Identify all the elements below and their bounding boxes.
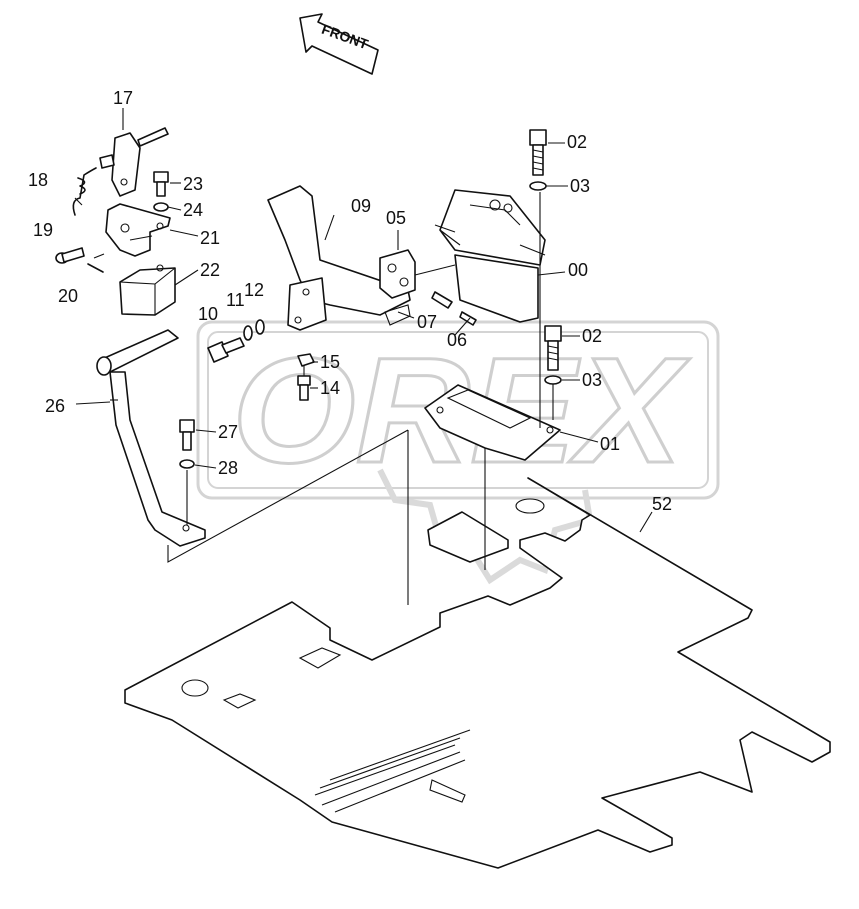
callout-10: 10 bbox=[198, 304, 218, 324]
washer-28 bbox=[179, 459, 195, 469]
bolt-10 bbox=[207, 337, 245, 363]
washer-12 bbox=[255, 319, 265, 335]
callout-02: 02 bbox=[567, 132, 587, 152]
pin-19 bbox=[55, 247, 85, 264]
callout-15: 15 bbox=[320, 352, 340, 372]
pin-07 bbox=[431, 291, 453, 309]
block-22 bbox=[119, 264, 176, 316]
callout-01: 01 bbox=[600, 434, 620, 454]
washer-03-upper bbox=[529, 181, 547, 191]
callout-03: 03 bbox=[570, 176, 590, 196]
block-05 bbox=[379, 249, 416, 299]
handle-26 bbox=[96, 329, 206, 547]
callout-18: 18 bbox=[28, 170, 48, 190]
callout-17: 17 bbox=[113, 88, 133, 108]
callout-12: 12 bbox=[244, 280, 264, 300]
callout-11: 11 bbox=[226, 290, 245, 310]
callout-24: 24 bbox=[183, 200, 203, 220]
callout-07: 07 bbox=[417, 312, 437, 332]
washer-03-lower bbox=[544, 375, 562, 385]
callout-20: 20 bbox=[58, 286, 78, 306]
pedal-09 bbox=[267, 185, 411, 331]
callout-06: 06 bbox=[447, 330, 467, 350]
washer-24 bbox=[153, 202, 169, 212]
callout-52: 52 bbox=[652, 494, 672, 514]
spring-18 bbox=[72, 167, 97, 216]
pin-06 bbox=[459, 311, 477, 326]
callout-00: 00 bbox=[568, 260, 588, 280]
pilot-valve-00 bbox=[439, 189, 546, 323]
callout-09: 09 bbox=[351, 196, 371, 216]
front-arrow: FRONT bbox=[299, 13, 379, 75]
washer-11 bbox=[243, 325, 253, 341]
bolt-23 bbox=[153, 171, 169, 197]
callout-02: 02 bbox=[582, 326, 602, 346]
callout-28: 28 bbox=[218, 458, 238, 478]
callout-23: 23 bbox=[183, 174, 203, 194]
callout-03: 03 bbox=[582, 370, 602, 390]
callout-14: 14 bbox=[320, 378, 340, 398]
callout-22: 22 bbox=[200, 260, 220, 280]
base-plate-01 bbox=[424, 384, 561, 563]
leader-lines bbox=[74, 108, 653, 605]
callout-05: 05 bbox=[386, 208, 406, 228]
bolt-14 bbox=[297, 375, 311, 401]
callout-27: 27 bbox=[218, 422, 238, 442]
bolt-02-upper bbox=[529, 129, 547, 176]
callout-arrows bbox=[75, 142, 580, 469]
callout-26: 26 bbox=[45, 396, 65, 416]
clip-20 bbox=[87, 263, 104, 273]
floor-mat-52 bbox=[124, 477, 831, 869]
bolt-27 bbox=[179, 419, 195, 451]
callout-labels: 02 03 00 02 03 01 52 05 07 06 09 10 11 1… bbox=[28, 88, 672, 514]
bracket-21 bbox=[105, 203, 171, 257]
bracket-17 bbox=[99, 127, 169, 197]
callout-19: 19 bbox=[33, 220, 53, 240]
bolt-02-lower bbox=[544, 325, 562, 371]
callout-21: 21 bbox=[200, 228, 220, 248]
